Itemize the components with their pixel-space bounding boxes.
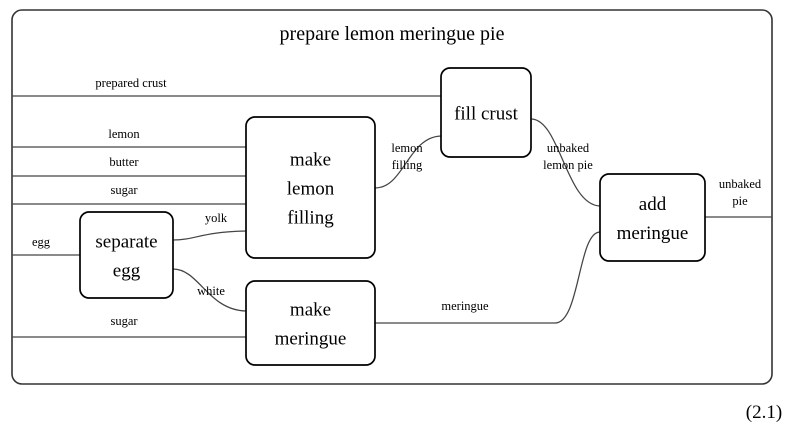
edge-label-sugar-meringue: sugar (110, 314, 138, 328)
edge-label-prepared-crust: prepared crust (95, 76, 167, 90)
edge-label-unbaked-lemon-pie: unbaked (547, 141, 590, 155)
edge-label-lemon-filling: lemon (391, 141, 423, 155)
edge-label-white: white (197, 284, 225, 298)
edge-label-sugar-filling: sugar (110, 183, 138, 197)
edge-label-unbaked-pie-line2: pie (732, 194, 748, 208)
edge-labels-group: prepared crust lemon butter sugar egg yolk whi… (32, 76, 762, 328)
process-box-add-meringue[interactable]: add meringue (599, 173, 706, 262)
box-label-make-meringue: make (290, 300, 331, 321)
box-label-add-meringue: meringue (617, 223, 689, 244)
edge-label-unbaked-lemon-pie-line2: lemon pie (543, 158, 593, 172)
flow-edge-yolk (172, 230, 247, 241)
flow-edge-meringue (375, 231, 601, 324)
box-label-add-meringue: add (639, 194, 667, 215)
edge-label-meringue: meringue (441, 299, 489, 313)
box-outline-add-meringue (599, 173, 706, 262)
process-boxes-group: make lemon filling fill crust separate egg mak… (79, 67, 706, 366)
diagram-title: prepare lemon meringue pie (280, 23, 505, 45)
box-label-make-lemon-filling: lemon (287, 179, 335, 200)
box-label-fill-crust: fill crust (454, 104, 519, 125)
process-box-make-lemon-filling[interactable]: make lemon filling (245, 116, 376, 259)
edge-label-egg: egg (32, 235, 51, 249)
equation-number: (2.1) (746, 402, 782, 423)
box-label-separate-egg: egg (113, 261, 141, 282)
box-label-separate-egg: separate (95, 232, 157, 253)
box-label-make-lemon-filling: filling (287, 208, 334, 229)
edge-label-yolk: yolk (205, 211, 228, 225)
edge-label-unbaked-pie: unbaked (719, 177, 762, 191)
edge-label-lemon-filling-line2: filling (392, 158, 423, 172)
box-outline-make-lemon-filling (245, 116, 376, 259)
edge-label-lemon: lemon (108, 127, 140, 141)
diagram-outer-frame (11, 9, 773, 385)
flow-edge-lemon-filling (374, 135, 442, 189)
box-outline-fill-crust (440, 67, 532, 158)
box-outline-make-meringue (245, 280, 376, 366)
box-label-make-lemon-filling: make (290, 150, 331, 171)
box-label-make-meringue: meringue (275, 329, 347, 350)
box-outline-separate-egg (79, 211, 174, 299)
process-box-separate-egg[interactable]: separate egg (79, 211, 174, 299)
process-box-make-meringue[interactable]: make meringue (245, 280, 376, 366)
flow-edges-group (12, 95, 772, 338)
flow-edge-white (172, 268, 247, 312)
edge-label-butter: butter (109, 155, 139, 169)
process-box-fill-crust[interactable]: fill crust (440, 67, 532, 158)
flow-edge-unbaked-lemon-pie (530, 118, 601, 207)
outer-frame-group (11, 9, 773, 385)
